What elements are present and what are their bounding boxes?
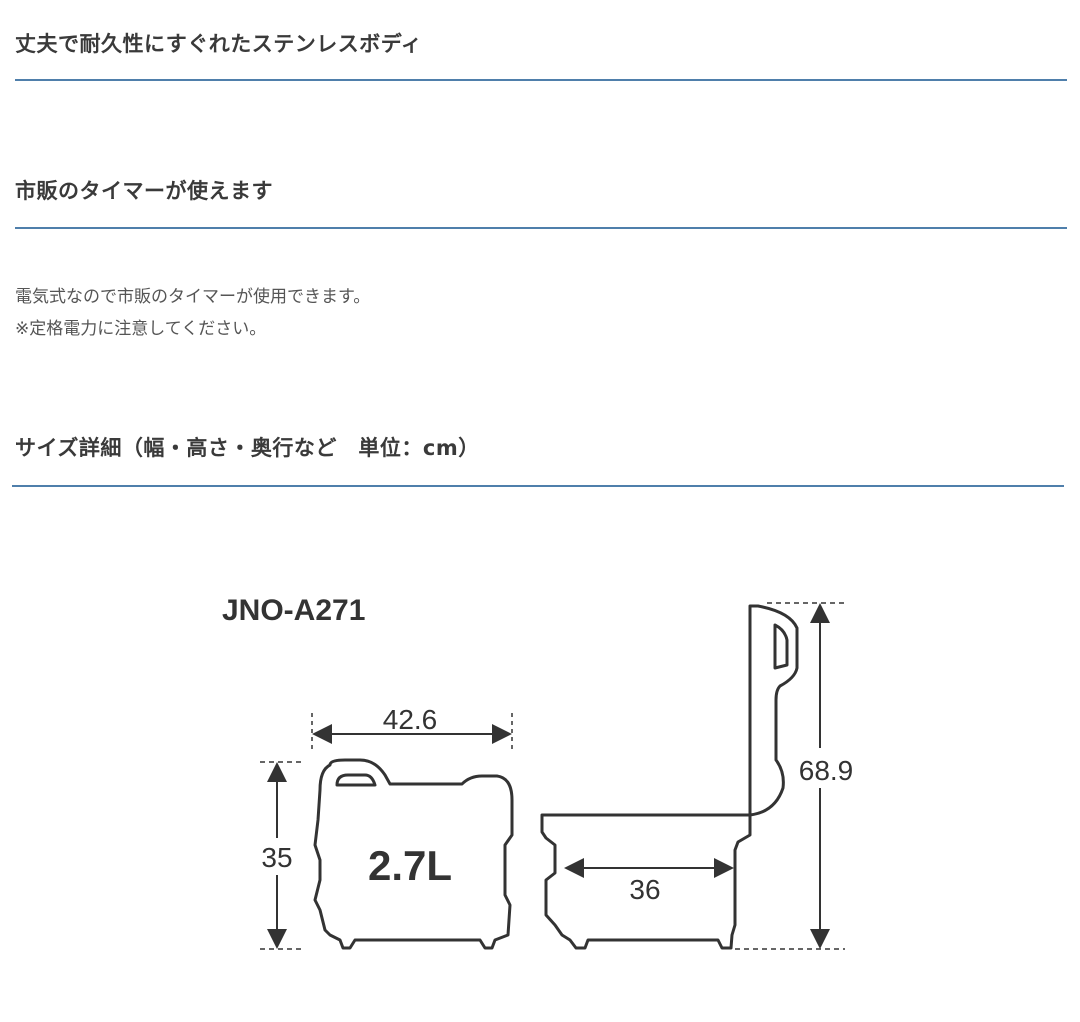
- depth-dimension: 36: [564, 858, 734, 905]
- capacity-label: 2.7L: [368, 842, 452, 889]
- model-label: JNO-A271: [222, 594, 365, 627]
- timer-note: ※定格電力に注意してください。: [15, 319, 267, 339]
- timer-description: 電気式なので市販のタイマーが使用できます。: [15, 287, 371, 307]
- section-divider: [15, 227, 1067, 229]
- width-value: 42.6: [383, 704, 438, 735]
- section-heading-size: サイズ詳細（幅・高さ・奥行など 単位：cm）: [15, 436, 480, 460]
- height-open-dimension: 68.9: [735, 602, 854, 950]
- front-view-outline: [313, 758, 514, 950]
- height-closed-value: 35: [261, 842, 292, 873]
- side-view-outline: [540, 604, 799, 950]
- section-divider: [15, 79, 1067, 81]
- size-diagram: JNO-A271 2.7L 42.6 35: [0, 560, 1080, 980]
- section-heading-stainless: 丈夫で耐久性にすぐれたステンレスボディ: [15, 32, 423, 56]
- height-open-value: 68.9: [799, 755, 854, 786]
- section-divider: [12, 485, 1064, 487]
- depth-value: 36: [629, 874, 660, 905]
- height-closed-dimension: 35: [260, 761, 305, 950]
- section-heading-timer: 市販のタイマーが使えます: [15, 179, 273, 203]
- width-dimension: 42.6: [311, 704, 513, 752]
